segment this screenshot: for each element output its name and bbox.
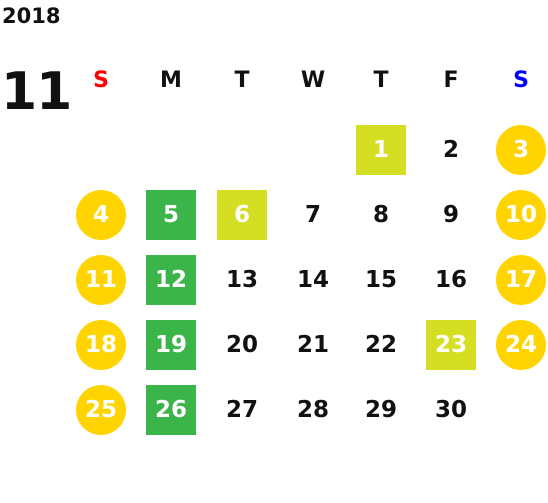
date-cell-29[interactable]: 29 [364,397,397,423]
calendar-month: 11 [1,62,72,122]
date-cell-18[interactable]: 18 [76,320,126,370]
weekday-label: W [300,68,326,93]
date-cell-23[interactable]: 23 [426,320,476,370]
date-cell-30[interactable]: 30 [434,397,467,423]
calendar-year: 2018 [2,4,61,28]
weekday-label: S [513,68,529,93]
date-cell-28[interactable]: 28 [296,397,329,423]
date-cell-11[interactable]: 11 [76,255,126,305]
date-cell-27[interactable]: 27 [225,397,258,423]
weekday-label: T [234,68,250,93]
weekday-label: S [93,68,109,93]
date-cell-4[interactable]: 4 [76,190,126,240]
weekday-label: M [160,68,182,93]
date-cell-6[interactable]: 6 [217,190,267,240]
weekday-label: T [373,68,389,93]
date-cell-19[interactable]: 19 [146,320,196,370]
date-cell-12[interactable]: 12 [146,255,196,305]
date-cell-5[interactable]: 5 [146,190,196,240]
date-cell-7[interactable]: 7 [304,202,321,228]
date-cell-13[interactable]: 13 [225,267,258,293]
date-cell-22[interactable]: 22 [364,332,397,358]
date-cell-25[interactable]: 25 [76,385,126,435]
date-cell-10[interactable]: 10 [496,190,546,240]
weekday-label: F [443,68,459,93]
date-cell-8[interactable]: 8 [372,202,389,228]
date-cell-21[interactable]: 21 [296,332,329,358]
date-cell-15[interactable]: 15 [364,267,397,293]
date-cell-16[interactable]: 16 [434,267,467,293]
date-cell-17[interactable]: 17 [496,255,546,305]
date-cell-2[interactable]: 2 [442,137,459,163]
date-cell-9[interactable]: 9 [442,202,459,228]
date-cell-24[interactable]: 24 [496,320,546,370]
date-cell-3[interactable]: 3 [496,125,546,175]
date-cell-14[interactable]: 14 [296,267,329,293]
date-cell-1[interactable]: 1 [356,125,406,175]
date-cell-20[interactable]: 20 [225,332,258,358]
date-cell-26[interactable]: 26 [146,385,196,435]
